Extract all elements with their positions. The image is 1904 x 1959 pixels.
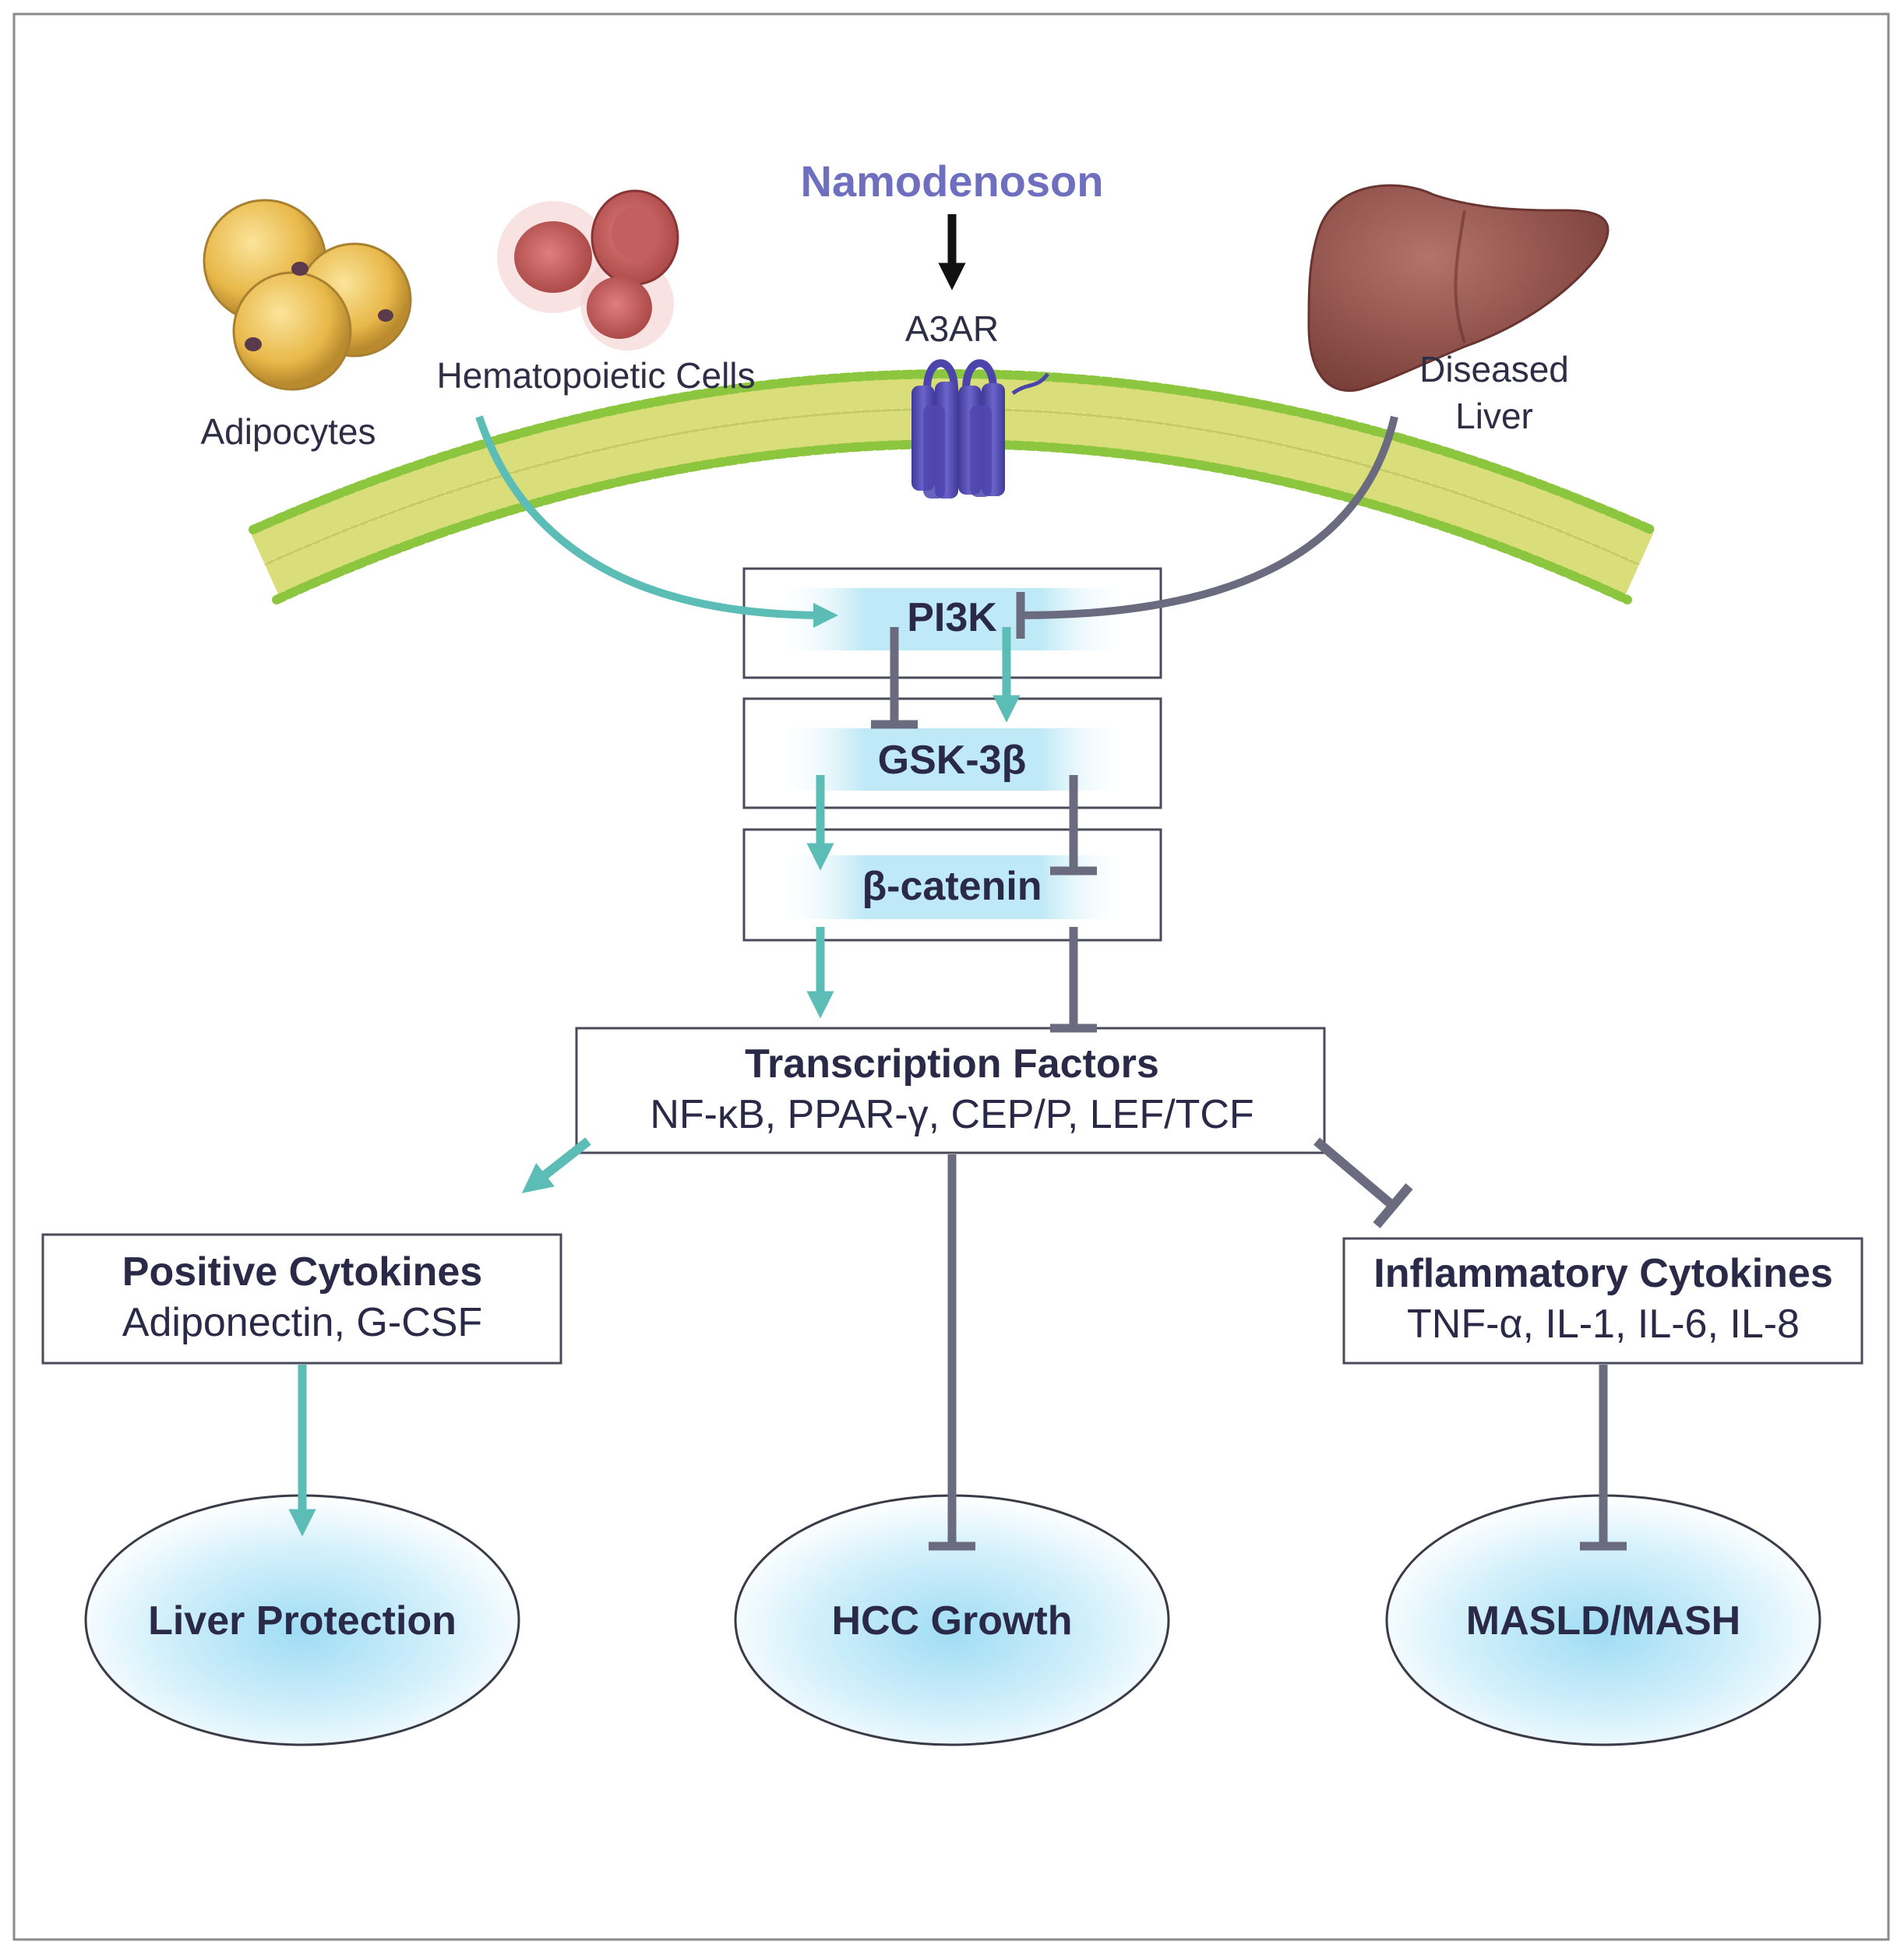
- arrow-tf-positive: [521, 1137, 591, 1193]
- positive-list: Adiponectin, G-CSF: [122, 1300, 482, 1345]
- beta-catenin-box: [742, 828, 1162, 942]
- hematopoietic-cells-illustration: [497, 189, 679, 351]
- adipocytes-illustration: [203, 199, 412, 391]
- arrow-hematopoietic-pi3k: [475, 415, 838, 628]
- inflammatory-cytokines-box: [1342, 1237, 1863, 1365]
- pi3k-label: PI3K: [907, 595, 997, 640]
- liver-label-line2: Liver: [1455, 396, 1533, 436]
- positive-cytokines-box: [41, 1233, 562, 1365]
- inhibition-lines: [871, 415, 1627, 1551]
- beta-catenin-label: β-catenin: [862, 864, 1042, 909]
- activation-arrows: [288, 415, 1021, 1537]
- outcome-liver-protection: Liver Protection: [148, 1598, 457, 1644]
- pi3k-box: [742, 567, 1162, 679]
- inflammatory-list: TNF-α, IL-1, IL-6, IL-8: [1407, 1302, 1800, 1347]
- positive-title: Positive Cytokines: [122, 1249, 482, 1295]
- transcription-list: NF-κB, PPAR-γ, CEP/P, LEF/TCF: [650, 1092, 1253, 1137]
- diseased-liver-illustration: [1307, 184, 1610, 392]
- inhibit-liver-pi3k: [1020, 415, 1398, 619]
- inflammatory-title: Inflammatory Cytokines: [1373, 1251, 1833, 1296]
- gsk3b-label: GSK-3β: [878, 738, 1027, 783]
- liver-label-line1: Diseased: [1419, 349, 1569, 389]
- transcription-factors-box: [575, 1027, 1326, 1154]
- outcome-hcc-growth: HCC Growth: [831, 1598, 1072, 1644]
- figure-frame: [12, 12, 1890, 1941]
- outcome-masld-mash: MASLD/MASH: [1466, 1598, 1740, 1644]
- gsk3b-box: [742, 697, 1162, 809]
- adipocytes-label: Adipocytes: [200, 411, 376, 452]
- drug-label: Namodenoson: [801, 157, 1104, 206]
- inhibit-tf-inflammatory: [1313, 1137, 1396, 1210]
- a3ar-receptor-illustration: [911, 359, 1049, 499]
- hematopoietic-label: Hematopoietic Cells: [436, 355, 755, 396]
- transcription-title: Transcription Factors: [745, 1041, 1159, 1087]
- receptor-label: A3AR: [905, 308, 999, 349]
